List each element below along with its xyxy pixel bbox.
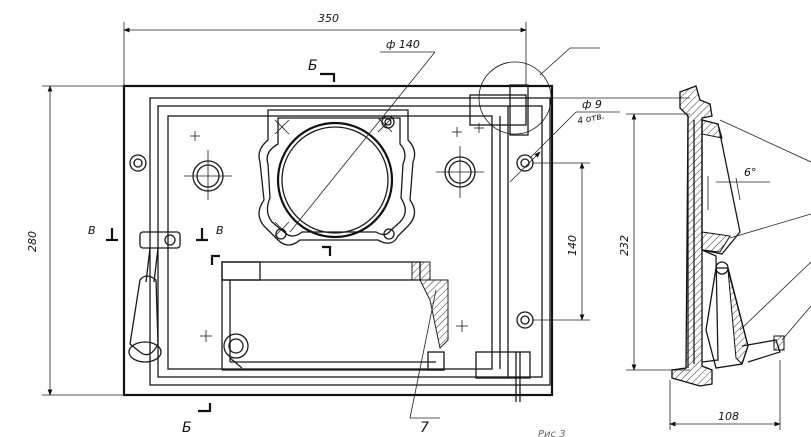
side-view	[671, 85, 785, 387]
front-view	[106, 61, 554, 413]
section-mark-b-top: Б	[308, 58, 318, 74]
item-number-label: 7	[420, 420, 429, 436]
latch-bar	[221, 261, 421, 281]
dim-height-label: 280	[26, 231, 39, 252]
door-panel	[167, 115, 493, 370]
mount-hole-right-bottom	[516, 311, 534, 329]
dim-hole-diameter-label: ф 9	[582, 98, 602, 111]
hinge-pin-top	[509, 84, 529, 136]
latch-knob	[223, 333, 249, 359]
section-mark-v-left: В	[88, 224, 96, 237]
outer-frame	[122, 84, 554, 397]
dim-window-diameter-label: ф 140	[386, 38, 420, 51]
top-hinge	[469, 94, 527, 126]
dim-hole-spacing-label: 140	[566, 235, 579, 256]
section-mark-b-bottom: Б	[182, 420, 192, 436]
inner-frame-1	[149, 97, 551, 386]
bottom-hinge	[475, 351, 531, 379]
labels: 350 280 ф 140 ф 9 4 отв. 140 232 108 6° …	[26, 12, 757, 437]
dim-side-height-label: 232	[618, 235, 631, 256]
window-flange	[258, 109, 416, 246]
dim-angle-label: 6°	[744, 166, 757, 179]
dim-hole-count-label: 4 отв.	[577, 111, 606, 127]
mount-hole-left	[129, 154, 147, 172]
dim-width-label: 350	[318, 12, 339, 25]
handle-hub	[139, 231, 181, 249]
inner-frame-2	[157, 105, 543, 378]
dim-side-depth-label: 108	[718, 410, 739, 423]
handle-grip	[129, 275, 159, 356]
section-mark-v-right: В	[216, 224, 224, 237]
detail-circle	[478, 61, 552, 135]
viewing-window	[276, 121, 394, 239]
figure-caption: Рис 3	[538, 429, 566, 437]
